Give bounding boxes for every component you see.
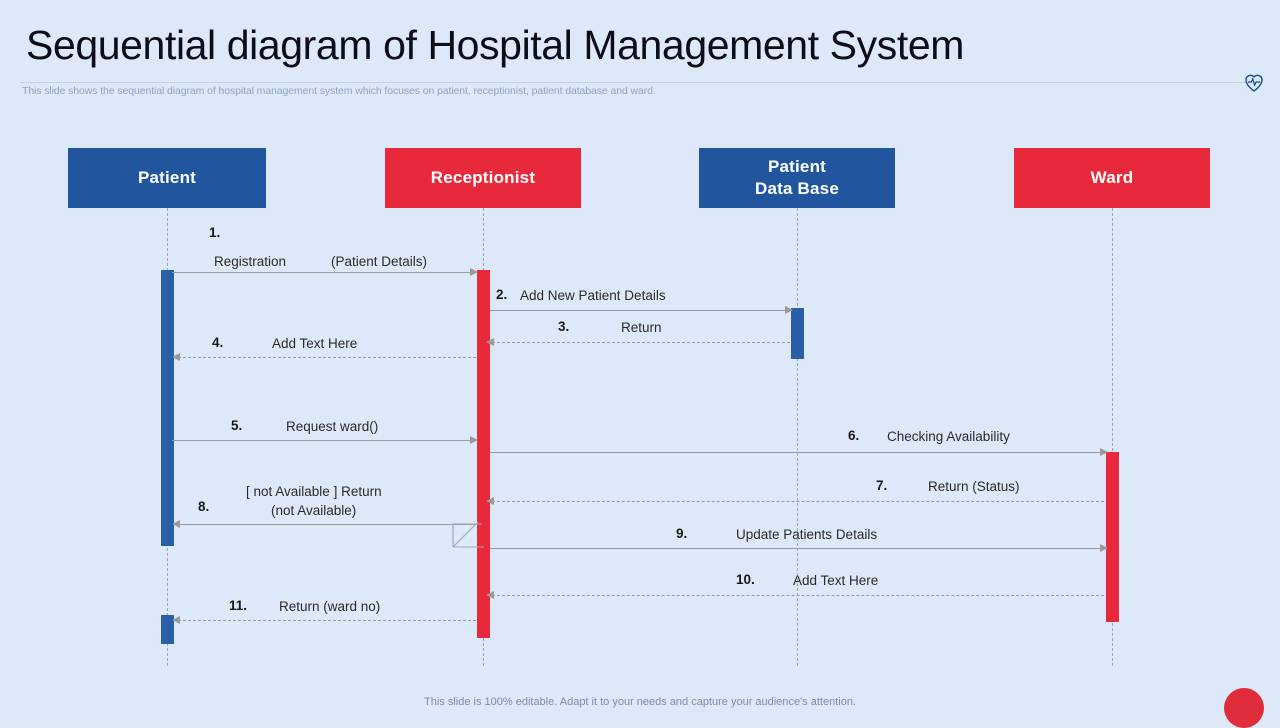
- message-number-2: 2.: [496, 287, 508, 302]
- message-label-8-line1: [ not Available ] Return: [246, 484, 382, 499]
- header-divider: [20, 82, 1262, 83]
- message-line-2: [490, 310, 792, 311]
- activation-receptionist: [477, 270, 490, 638]
- activation-ward: [1106, 452, 1119, 622]
- message-line-6: [490, 452, 1104, 453]
- message-line-4: [178, 357, 476, 358]
- message-label-9: Update Patients Details: [736, 527, 878, 542]
- actor-label-database-line2: Data Base: [754, 179, 839, 198]
- message-arrow-2: [785, 306, 793, 314]
- message-label-5: Request ward(): [286, 419, 379, 434]
- message-label-1-line2: (Patient Details): [331, 254, 428, 269]
- message-arrow-1: [470, 268, 478, 276]
- message-label-1-line1: Registration: [214, 254, 287, 269]
- actor-box-receptionist[interactable]: Receptionist: [385, 148, 581, 208]
- actor-label-ward: Ward: [1090, 168, 1134, 187]
- message-label-10: Add Text Here: [793, 573, 879, 588]
- message-line-1: [172, 272, 474, 273]
- lifeline-database: [797, 208, 798, 666]
- message-label-7: Return (Status): [928, 479, 1020, 494]
- message-arrow-8: [172, 520, 180, 528]
- page-title: Sequential diagram of Hospital Managemen…: [26, 22, 964, 68]
- message-line-7: [492, 501, 1104, 502]
- message-arrow-7: [486, 497, 494, 505]
- activation-database: [791, 308, 804, 359]
- activation-patient-main: [161, 270, 174, 546]
- message-arrow-11: [172, 616, 180, 624]
- message-label-3: Return: [621, 320, 662, 335]
- footer-decoration-dot: [1224, 688, 1264, 728]
- message-number-7: 7.: [876, 478, 888, 493]
- message-arrow-5: [470, 436, 478, 444]
- lifeline-ward: [1112, 208, 1113, 666]
- actor-label-receptionist: Receptionist: [430, 168, 536, 187]
- message-label-4: Add Text Here: [272, 336, 358, 351]
- message-line-9: [490, 548, 1104, 549]
- footer-note: This slide is 100% editable. Adapt it to…: [424, 696, 856, 708]
- activation-patient-final: [161, 615, 174, 644]
- message-line-3: [492, 342, 790, 343]
- message-number-11: 11.: [229, 598, 248, 613]
- message-number-4: 4.: [212, 335, 224, 350]
- message-label-6: Checking Availability: [887, 429, 1010, 444]
- message-line-5: [172, 440, 474, 441]
- message-number-5: 5.: [231, 418, 243, 433]
- message-number-3: 3.: [558, 319, 570, 334]
- heartbeat-icon: [1245, 74, 1263, 92]
- message-number-1: 1.: [209, 225, 221, 240]
- message-arrow-3: [486, 338, 494, 346]
- message-label-11: Return (ward no): [279, 599, 381, 614]
- message-line-8: [178, 524, 476, 525]
- actor-label-patient: Patient: [137, 168, 197, 187]
- page-subtitle: This slide shows the sequential diagram …: [22, 85, 656, 97]
- message-arrow-9: [1100, 544, 1108, 552]
- message-number-6: 6.: [848, 428, 860, 443]
- message-number-10: 10.: [736, 572, 755, 587]
- message-line-11: [178, 620, 476, 621]
- actor-box-patient[interactable]: Patient: [68, 148, 266, 208]
- message-number-9: 9.: [676, 526, 688, 541]
- message-label-2: Add New Patient Details: [520, 288, 666, 303]
- message-arrow-4: [172, 353, 180, 361]
- message-arrow-10: [486, 591, 494, 599]
- message-number-8: 8.: [198, 499, 210, 514]
- message-line-10: [492, 595, 1104, 596]
- actor-box-ward[interactable]: Ward: [1014, 148, 1210, 208]
- message-label-8-line2: (not Available): [271, 503, 357, 518]
- actor-label-database-line1: Patient: [767, 157, 827, 176]
- message-arrow-6: [1100, 448, 1108, 456]
- actor-box-patient-database[interactable]: Patient Data Base: [699, 148, 895, 208]
- fragment-corner-icon: [452, 521, 484, 548]
